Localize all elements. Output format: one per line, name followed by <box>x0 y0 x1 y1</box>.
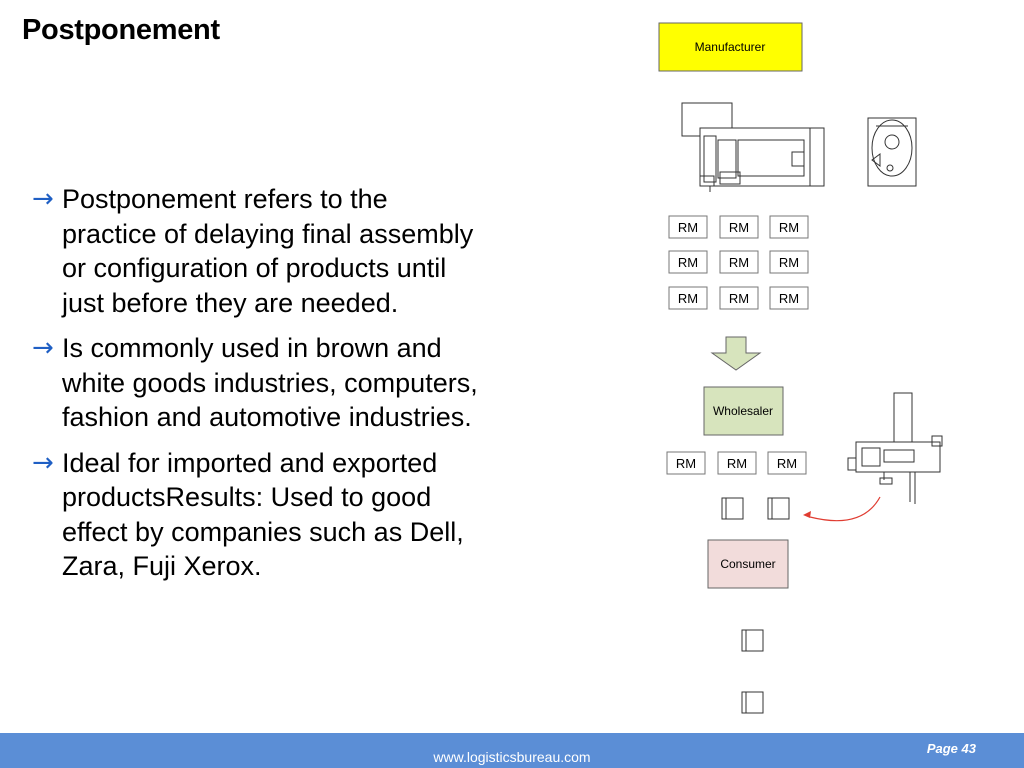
rm-row-bottom: RM RM RM <box>666 451 807 475</box>
rm-box: RM <box>769 250 809 274</box>
rm-box: RM <box>668 250 708 274</box>
rm-box: RM <box>717 451 757 475</box>
footer-url: www.logisticsbureau.com <box>433 749 591 765</box>
rm-box: RM <box>767 451 807 475</box>
bullet-item: → Ideal for imported and exported produc… <box>32 446 484 584</box>
bullet-text: Is commonly used in brown and white good… <box>62 333 478 432</box>
rm-label: RM <box>729 220 749 235</box>
bullet-item: → Postponement refers to the practice of… <box>32 182 484 320</box>
rm-label: RM <box>729 255 749 270</box>
wholesaler-label: Wholesaler <box>713 404 773 418</box>
rm-box: RM <box>769 215 809 239</box>
rm-label: RM <box>676 456 696 471</box>
footer-bar: Page 43 www.logisticsbureau.com <box>0 733 1024 768</box>
consumer-label: Consumer <box>720 557 775 571</box>
bullet-text: Ideal for imported and exported products… <box>62 447 464 582</box>
down-arrow-icon <box>710 336 762 371</box>
rm-grid-top: RM RM RM RM RM RM RM RM RM <box>668 215 809 310</box>
wholesaler-box <box>703 386 784 436</box>
page-number: Page 43 <box>926 741 976 756</box>
slide-title: Postponement <box>22 14 220 46</box>
arrow-right-icon: → <box>32 333 54 363</box>
consumer-box <box>707 539 789 589</box>
rm-box: RM <box>668 215 708 239</box>
manufacturer-box <box>658 22 803 72</box>
product-box-icon <box>741 691 764 714</box>
rm-box: RM <box>668 286 708 310</box>
bullet-text: Postponement refers to the practice of d… <box>62 184 474 318</box>
product-box-icon <box>767 497 790 520</box>
rm-box: RM <box>719 250 759 274</box>
capper-icon <box>867 117 917 187</box>
bullet-item: → Is commonly used in brown and white go… <box>32 331 484 435</box>
rm-label: RM <box>779 291 799 306</box>
product-box-icon <box>721 497 744 520</box>
arrow-right-icon: → <box>32 447 54 478</box>
arrowhead-icon <box>803 511 811 518</box>
product-box-icon <box>741 629 764 652</box>
rm-label: RM <box>779 220 799 235</box>
rm-box: RM <box>719 286 759 310</box>
rm-label: RM <box>777 456 797 471</box>
rm-label: RM <box>678 291 698 306</box>
manufacturer-label: Manufacturer <box>695 40 766 54</box>
rm-label: RM <box>678 255 698 270</box>
arrow-right-icon: → <box>32 184 54 214</box>
postponement-diagram: Manufacturer RM RM R <box>640 10 970 725</box>
rm-label: RM <box>729 291 749 306</box>
rm-label: RM <box>678 220 698 235</box>
bullet-list: → Postponement refers to the practice of… <box>32 182 484 595</box>
rm-box: RM <box>666 451 706 475</box>
assembly-machine-icon <box>847 392 943 504</box>
rm-box: RM <box>769 286 809 310</box>
rm-label: RM <box>779 255 799 270</box>
rm-box: RM <box>719 215 759 239</box>
diagram-canvas: Manufacturer RM RM R <box>658 22 943 714</box>
curved-arrow <box>809 496 881 522</box>
rm-label: RM <box>727 456 747 471</box>
machine-icon <box>681 102 825 192</box>
